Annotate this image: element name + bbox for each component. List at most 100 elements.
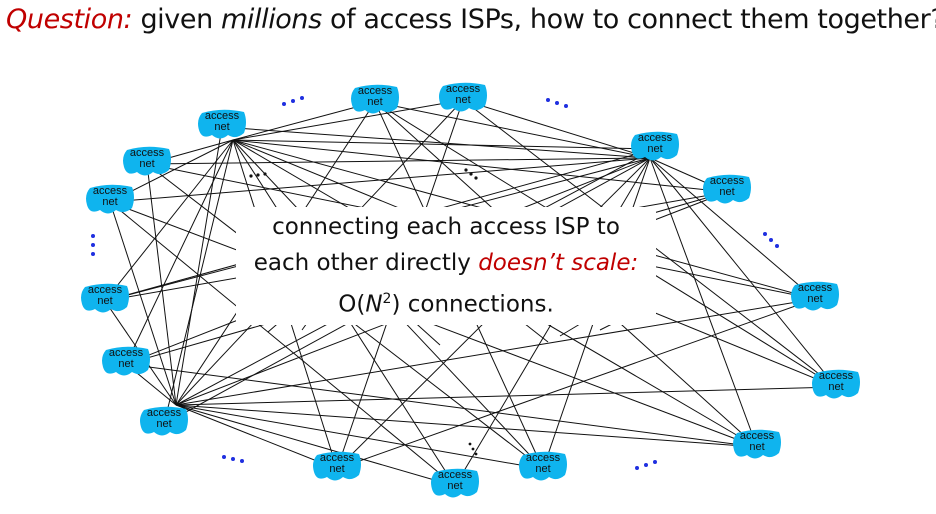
connection-line: [104, 139, 234, 302]
node-label-line1: access: [638, 132, 673, 144]
connection-line: [109, 157, 651, 203]
caption-doesnt-scale: doesn’t scale:: [478, 250, 639, 276]
connection-line: [109, 201, 456, 487]
node-label-line1: access: [109, 347, 144, 359]
node-cloud-shape: [519, 451, 567, 481]
ellipsis-dot: [474, 452, 478, 456]
node-cloud-shape: [703, 174, 751, 204]
caption: connecting each access ISP to each other…: [236, 207, 656, 325]
ellipsis-dot: [644, 463, 648, 467]
ellipsis-dot: [263, 172, 267, 176]
connection-line: [649, 157, 816, 300]
ellipsis-dot: [763, 232, 767, 236]
node-label-line1: access: [798, 282, 833, 294]
node-label-line1: access: [438, 469, 473, 481]
caption-exponent: 2: [382, 291, 392, 307]
node-cloud-shape: [140, 406, 188, 436]
node-label-line1: access: [88, 284, 123, 296]
node-label-line2: net: [647, 143, 662, 155]
ellipsis-dot: [300, 96, 304, 100]
ellipsis-dot: [769, 238, 773, 242]
node-label-line2: net: [367, 96, 382, 108]
connection-line: [336, 298, 816, 470]
caption-n: N: [365, 291, 383, 318]
ellipsis-dot: [249, 174, 253, 178]
node-label-line1: access: [526, 452, 561, 464]
ellipsis-dot: [653, 460, 657, 464]
connection-line: [649, 157, 758, 448]
ellipsis-dot: [91, 243, 95, 247]
connection-line: [175, 404, 544, 470]
title-text-after: of access ISPs, how to connect them toge…: [321, 4, 936, 35]
node-cloud-shape: [791, 281, 839, 311]
caption-line-3-start: O(: [338, 291, 366, 318]
connection-line: [374, 101, 651, 159]
node-cloud-shape: [439, 82, 487, 112]
node-label-line2: net: [749, 441, 764, 453]
node-cloud-shape: [351, 84, 399, 114]
node-cloud-shape: [733, 429, 781, 459]
node-label-line2: net: [719, 186, 734, 198]
question-label: Question:: [6, 4, 133, 35]
node-label-line2: net: [214, 121, 229, 133]
access-nodes: accessnetaccessnetaccessnetaccessnetacce…: [81, 82, 860, 498]
connection-line: [146, 157, 651, 165]
ellipsis-dot: [291, 99, 295, 103]
connection-line: [175, 386, 837, 406]
node-label-line1: access: [320, 452, 355, 464]
ellipsis-dot: [222, 455, 226, 459]
ellipsis-dot: [468, 442, 472, 446]
node-label-line2: net: [535, 463, 550, 475]
node-label-line2: net: [455, 94, 470, 106]
ellipsis-dot: [546, 98, 550, 102]
node-cloud-shape: [123, 146, 171, 176]
node-cloud-shape: [631, 131, 679, 161]
connection-line: [462, 99, 651, 159]
node-cloud-shape: [198, 109, 246, 139]
title-text-before: given: [132, 4, 221, 35]
connection-lines: [104, 99, 837, 487]
node-label-line1: access: [446, 83, 481, 95]
ellipsis-dot: [282, 102, 286, 106]
node-label-line2: net: [139, 158, 154, 170]
node-label-line1: access: [130, 147, 165, 159]
ellipsis-dot: [231, 457, 235, 461]
node-label-line2: net: [828, 381, 843, 393]
node-label-line1: access: [710, 175, 745, 187]
node-label-line2: net: [807, 293, 822, 305]
connection-line: [146, 163, 177, 406]
connection-line: [175, 126, 223, 406]
connection-line: [175, 298, 816, 406]
connection-line: [232, 99, 464, 141]
node-label-line1: access: [740, 430, 775, 442]
connection-line: [175, 404, 338, 470]
ellipsis-markers: [91, 96, 779, 470]
ellipsis-dot: [256, 173, 260, 177]
ellipsis-dot: [240, 459, 244, 463]
node-label-line1: access: [147, 407, 182, 419]
node-cloud-shape: [81, 283, 129, 313]
node-label-line2: net: [447, 480, 462, 492]
ellipsis-dot: [474, 176, 478, 180]
caption-line-1: connecting each access ISP to: [272, 214, 620, 240]
ellipsis-dot: [555, 101, 559, 105]
node-label-line2: net: [118, 358, 133, 370]
ellipsis-dot: [635, 466, 639, 470]
node-cloud-shape: [102, 346, 150, 376]
page-title: Question: given millions of access ISPs,…: [6, 4, 936, 35]
node-cloud-shape: [431, 468, 479, 498]
node-label-line1: access: [205, 110, 240, 122]
connection-line: [232, 101, 376, 141]
